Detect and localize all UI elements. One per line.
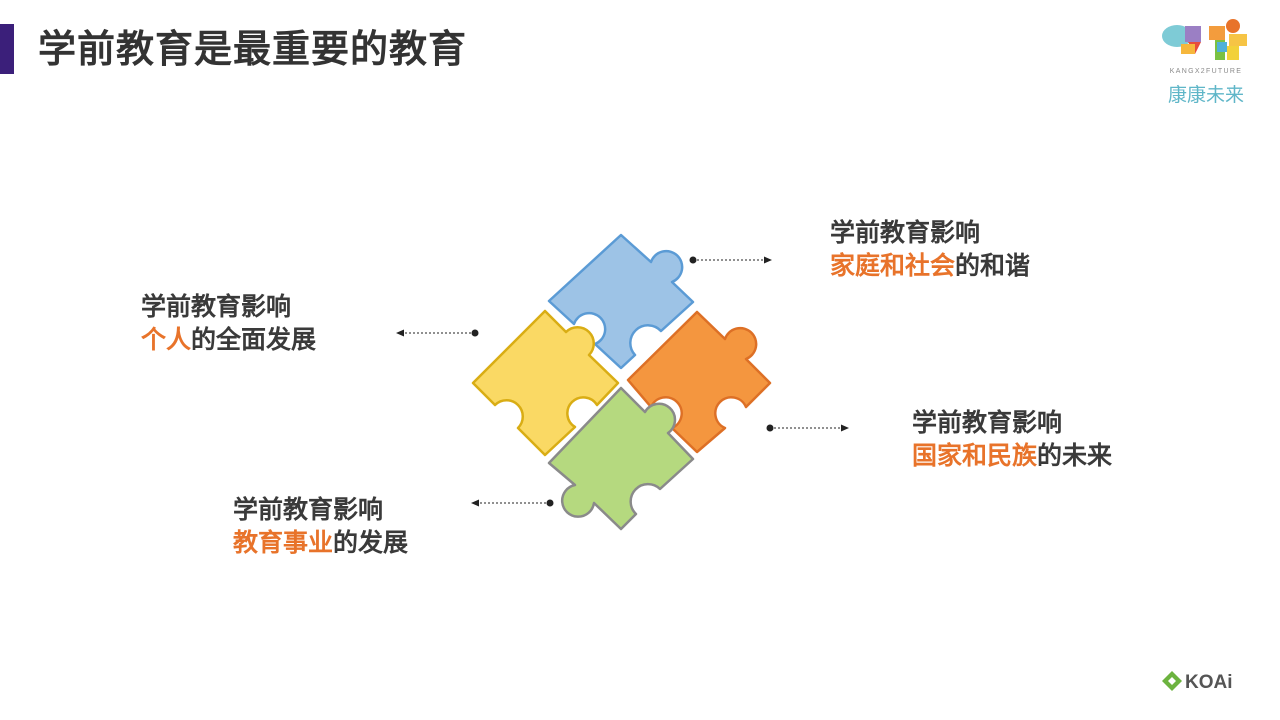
caption-line1: 学前教育影响 — [830, 218, 981, 247]
caption-education: 学前教育影响 教育事业的发展 — [233, 493, 408, 559]
caption-rest: 的未来 — [1037, 441, 1113, 470]
caption-line2: 教育事业的发展 — [233, 526, 408, 559]
caption-rest: 的全面发展 — [191, 325, 317, 354]
title-accent-bar — [0, 24, 14, 74]
brand-name-en: KANGX2FUTURE — [1169, 68, 1243, 75]
caption-line1: 学前教育影响 — [141, 292, 292, 321]
caption-highlight: 个人 — [141, 325, 192, 354]
brand-name-cn: 康康未来 — [1167, 84, 1244, 106]
koai-wordmark: KOAi — [1185, 672, 1233, 693]
caption-highlight: 家庭和社会 — [830, 251, 956, 280]
puzzle-icon — [471, 233, 772, 531]
caption-line2: 家庭和社会的和谐 — [830, 249, 1030, 282]
page-title: 学前教育是最重要的教育 — [38, 27, 468, 71]
brand-logo-icon — [1162, 19, 1247, 60]
caption-rest: 的和谐 — [955, 251, 1031, 280]
caption-nation: 学前教育影响 国家和民族的未来 — [912, 406, 1112, 472]
puzzle-piece-orange — [626, 310, 772, 454]
caption-line2: 个人的全面发展 — [141, 323, 316, 356]
caption-line2: 国家和民族的未来 — [912, 439, 1112, 472]
koai-logo-icon: KOAi — [1162, 671, 1233, 693]
puzzle-piece-yellow — [471, 309, 620, 457]
caption-highlight: 国家和民族 — [912, 441, 1038, 470]
puzzle-piece-green — [547, 386, 695, 531]
caption-line1: 学前教育影响 — [912, 408, 1063, 437]
puzzle-piece-blue — [547, 233, 695, 370]
caption-family-society: 学前教育影响 家庭和社会的和谐 — [830, 216, 1030, 282]
caption-line1: 学前教育影响 — [233, 495, 384, 524]
caption-rest: 的发展 — [333, 528, 409, 557]
caption-individual: 学前教育影响 个人的全面发展 — [141, 290, 316, 356]
caption-highlight: 教育事业 — [233, 528, 334, 557]
